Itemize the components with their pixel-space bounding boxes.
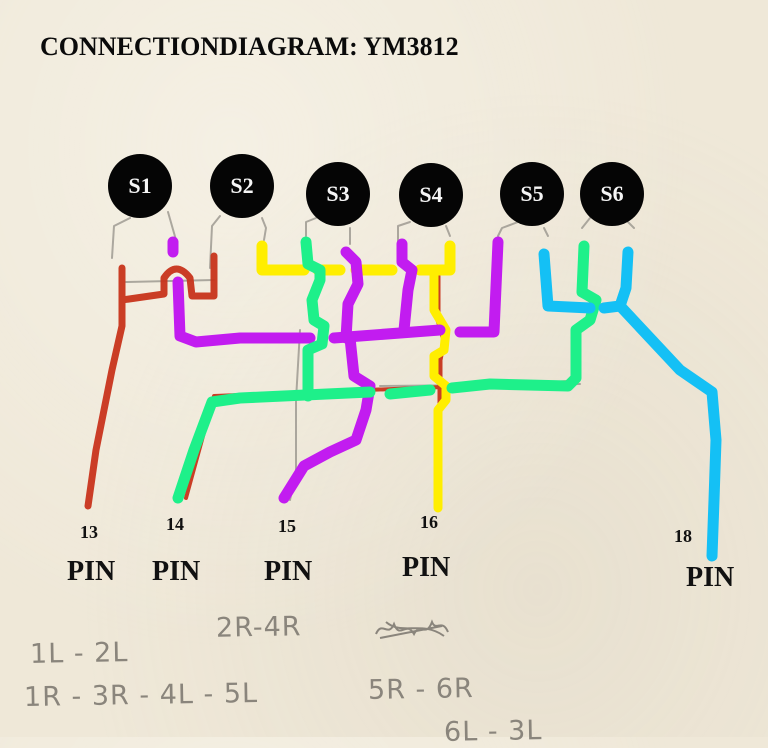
pin-label-16: PIN <box>402 552 451 583</box>
s5-right-lead <box>543 227 549 237</box>
s4-right-lead <box>445 225 451 237</box>
s1-left-lead <box>111 217 131 259</box>
pin-label-18: PIN <box>686 562 735 593</box>
switch-s6: S6 <box>580 162 644 226</box>
s1-bridge-pencil <box>125 279 215 283</box>
note-5r-6r: 5R - 6R <box>367 673 475 706</box>
yellow-wire <box>256 240 456 513</box>
s2-left-lead <box>209 215 221 269</box>
diagram-title: CONNECTIONDIAGRAM: YM3812 <box>40 32 459 61</box>
switch-label: S4 <box>419 182 443 207</box>
pin-number-14: 14 <box>166 514 184 534</box>
pin-label-15: PIN <box>264 556 313 587</box>
pin-label-13: PIN <box>67 556 116 587</box>
s6-left-lead <box>581 217 591 229</box>
green-wire <box>172 236 602 504</box>
switch-s1: S1 <box>108 154 172 218</box>
s6-right-lead <box>627 221 635 229</box>
blue-wire <box>538 246 722 562</box>
note-6l-3l: 6L - 3L <box>443 715 543 748</box>
pin-number-15: 15 <box>278 516 296 536</box>
note-2r-4r: 2R-4R <box>215 611 302 644</box>
switch-s4: S4 <box>399 163 463 227</box>
switch-s3: S3 <box>306 162 370 226</box>
note-1r-3r-4l-5l: 1R - 3R - 4L - 5L <box>23 677 259 714</box>
switch-label: S5 <box>520 181 544 206</box>
note-1l-2l: 1L - 2L <box>29 637 129 670</box>
s3-left-lead <box>305 217 317 237</box>
switch-label: S6 <box>600 181 624 206</box>
red-wire-pin13 <box>84 264 126 510</box>
pin-number-18: 18 <box>674 526 692 546</box>
s2-right-lead <box>261 217 267 241</box>
switch-label: S2 <box>230 173 254 198</box>
red-wire-s1-s2 <box>118 252 218 304</box>
pin-number-13: 13 <box>80 522 98 542</box>
switch-label: S3 <box>326 181 350 206</box>
pin-label-14: PIN <box>152 556 201 587</box>
s1-right-lead <box>167 211 177 241</box>
s4-left-lead <box>397 221 411 243</box>
purple-wire <box>167 236 504 504</box>
crossed-out-scribble <box>375 619 449 639</box>
pin-number-16: 16 <box>420 512 438 532</box>
s5-left-lead <box>497 221 519 237</box>
switch-s2: S2 <box>210 154 274 218</box>
switch-label: S1 <box>128 173 152 198</box>
switch-s5: S5 <box>500 162 564 226</box>
